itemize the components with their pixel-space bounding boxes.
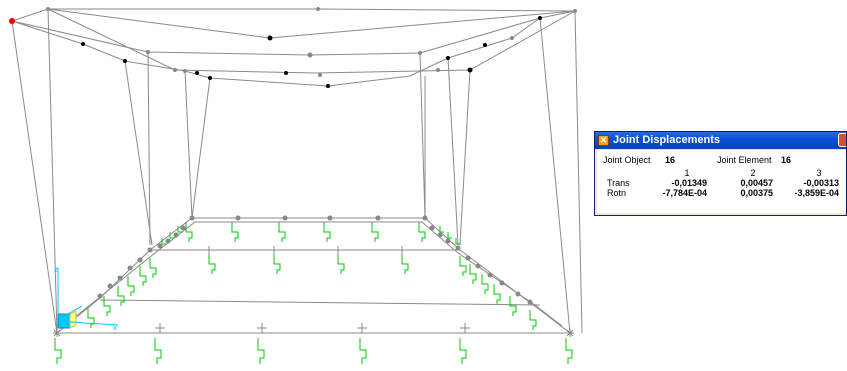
selected-joint-marker[interactable] xyxy=(9,18,15,24)
trans-value-3: -0,00313 xyxy=(803,178,839,188)
rotn-value-3: -3,859E-04 xyxy=(794,188,839,198)
row-label-rotn: Rotn xyxy=(607,188,627,198)
trans-value-1: -0,01349 xyxy=(671,178,707,188)
dialog-body: Joint Object 16 Joint Element 16 1 2 3 T… xyxy=(597,150,846,213)
joint-object-label: Joint Object xyxy=(603,155,651,165)
joint-restraint-marks xyxy=(53,246,574,337)
joint-element-value: 16 xyxy=(781,155,792,165)
rotn-value-2: 0,00375 xyxy=(740,188,773,198)
axis-triad: z x xyxy=(54,265,119,332)
top-frame-lines xyxy=(11,8,583,334)
svg-text:z: z xyxy=(54,265,58,274)
column-header-2: 2 xyxy=(750,168,756,178)
svg-text:x: x xyxy=(113,323,117,332)
support-symbols xyxy=(54,222,573,364)
dialog-title: Joint Displacements xyxy=(613,134,720,146)
model-3d-view[interactable]: z x xyxy=(0,0,590,371)
close-icon[interactable] xyxy=(838,133,846,147)
rotn-value-1: -7,784E-04 xyxy=(662,188,707,198)
joint-element-label: Joint Element xyxy=(717,155,772,165)
base-joints xyxy=(97,215,533,305)
app-icon: ✕ xyxy=(598,135,609,146)
top-joints xyxy=(46,7,577,88)
joint-displacements-dialog[interactable]: ✕ Joint Displacements Joint Object 16 Jo… xyxy=(594,131,847,216)
column-header-1: 1 xyxy=(684,168,690,178)
structure-drawing[interactable]: z x xyxy=(0,0,590,371)
joint-object-value: 16 xyxy=(665,155,676,165)
dialog-title-bar[interactable]: ✕ Joint Displacements xyxy=(595,132,846,149)
trans-value-2: 0,00457 xyxy=(740,178,773,188)
column-header-3: 3 xyxy=(816,168,822,178)
row-label-trans: Trans xyxy=(607,178,630,188)
